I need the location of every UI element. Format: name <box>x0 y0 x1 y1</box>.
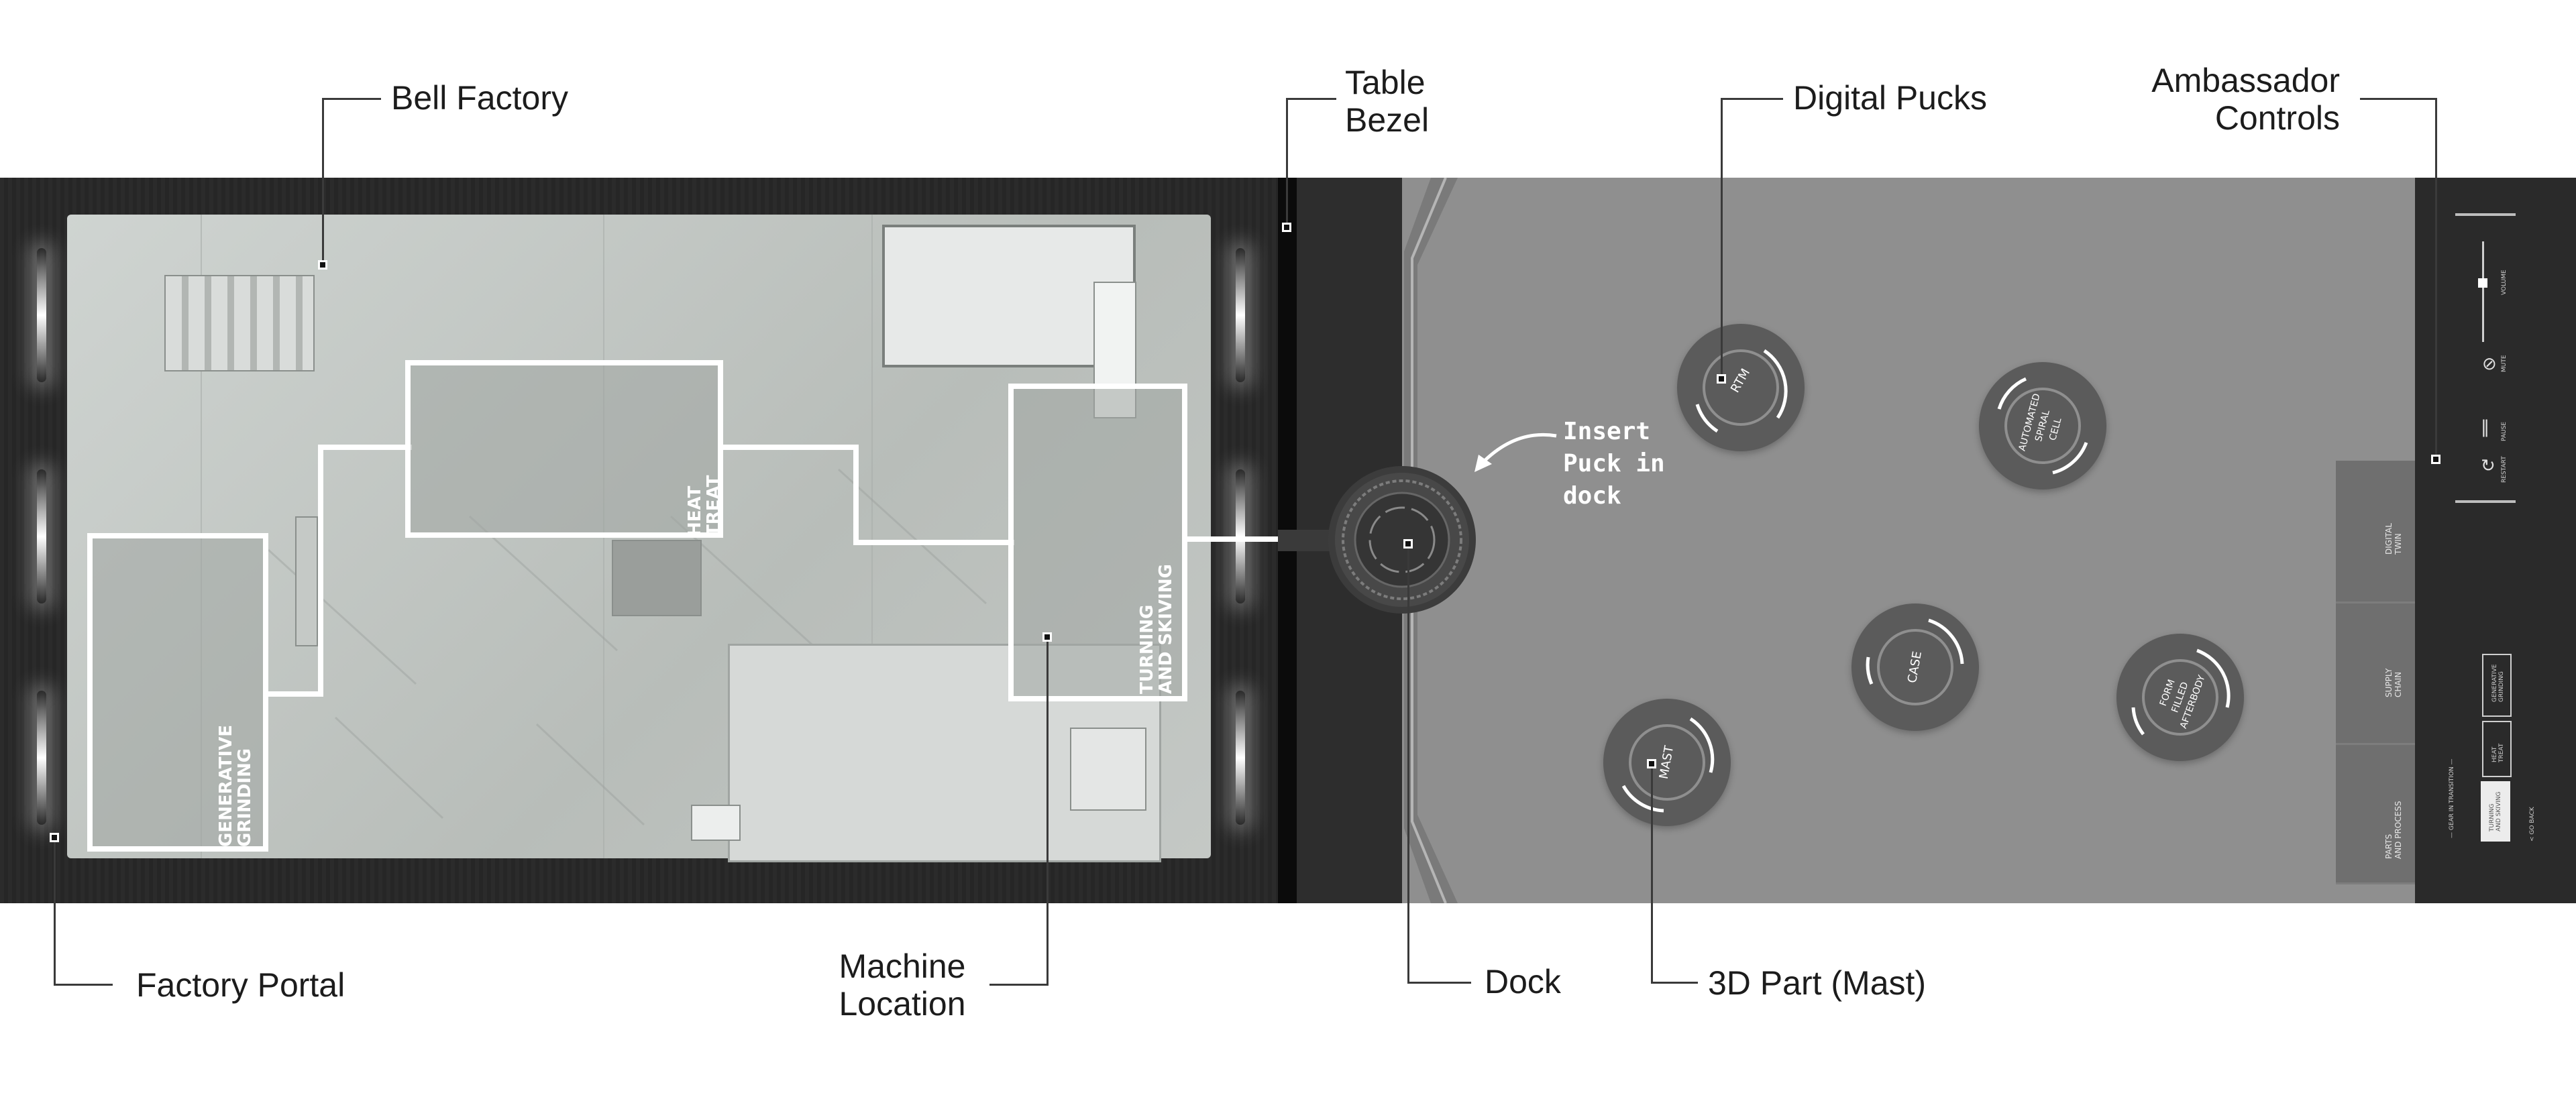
leader-bell-factory-h <box>322 98 381 100</box>
marker-table-bezel <box>1282 223 1291 232</box>
tab-supply-chain[interactable]: SUPPLY CHAIN <box>2336 603 2415 745</box>
callout-bell-factory: Bell Factory <box>391 79 568 117</box>
nav-turning-and-skiving[interactable]: TURNING AND SKIVING <box>2481 781 2510 842</box>
leader-machine-location-h <box>989 984 1049 986</box>
leader-3d-part-v <box>1651 766 1653 984</box>
puck-case[interactable]: CASE <box>1851 603 1979 731</box>
callout-3d-part-mast: 3D Part (Mast) <box>1708 964 1927 1002</box>
zone-connector-2 <box>318 445 323 697</box>
marker-factory-portal <box>50 833 59 842</box>
leader-bell-factory-v <box>322 98 324 266</box>
zone-heat-treat[interactable]: HEAT TREAT <box>405 360 724 538</box>
dock[interactable] <box>1328 466 1476 614</box>
tab-supply-chain-label: SUPPLY CHAIN <box>2384 668 2403 697</box>
portal-light-left-3 <box>37 691 46 825</box>
puck-case-ring <box>1866 618 1964 705</box>
leader-digital-pucks-h <box>1721 98 1783 100</box>
center-machine <box>612 540 702 616</box>
leader-ambassador-v <box>2435 98 2437 459</box>
marker-digital-pucks <box>1717 374 1726 384</box>
back-button[interactable]: < GO BACK <box>2529 807 2536 842</box>
pause-label: PAUSE <box>2501 422 2508 441</box>
nav-generative-grinding[interactable]: GENERATIVE GRINDING <box>2482 654 2512 717</box>
zone-connector-6 <box>853 540 1014 545</box>
leader-table-bezel-h <box>1286 98 1336 100</box>
insert-arrow-icon <box>1474 433 1557 472</box>
leader-table-bezel-v <box>1286 98 1288 225</box>
marker-bell-factory <box>318 260 327 270</box>
volume-slider-track[interactable] <box>2482 241 2484 342</box>
puck-automated-spiral-cell-ring <box>1997 377 2088 475</box>
storage-racks <box>164 275 315 371</box>
tab-digital-twin[interactable]: DIGITAL TWIN <box>2336 461 2415 603</box>
zone-connector-4 <box>718 445 859 450</box>
leader-machine-location-v <box>1046 637 1049 986</box>
leader-dock-h <box>1407 982 1471 984</box>
equipment-cage <box>1070 728 1146 811</box>
dock-rings <box>1335 473 1469 607</box>
zone-connector-1 <box>263 691 323 697</box>
nav-generative-grinding-label: GENERATIVE GRINDING <box>2491 664 2505 702</box>
marker-dock <box>1403 539 1413 549</box>
digital-screen <box>1402 178 2415 903</box>
insert-puck-note: Insert Puck in dock <box>1563 418 1665 510</box>
nav-heat-treat[interactable]: HEAT TREAT <box>2482 721 2512 777</box>
tab-parts-and-process[interactable]: PARTS AND PROCESS <box>2336 745 2415 884</box>
leader-digital-pucks-v <box>1721 98 1723 378</box>
portal-light-left-2 <box>37 469 46 603</box>
portal-light-right-1 <box>1236 248 1245 382</box>
callout-factory-portal: Factory Portal <box>136 966 345 1004</box>
leader-ambassador-h <box>2360 98 2437 100</box>
nav-turning-and-skiving-label: TURNING AND SKIVING <box>2489 791 2502 831</box>
panel-bracket-bottom <box>2455 500 2516 503</box>
marker-machine-location <box>1042 632 1052 642</box>
zone-connector-3 <box>318 445 412 450</box>
callout-table-bezel: Table Bezel <box>1345 64 1430 139</box>
zone-generative-grinding[interactable]: GENERATIVE GRINDING <box>87 533 268 852</box>
volume-label: VOLUME <box>2501 270 2508 295</box>
mute-icon[interactable]: ⊘ <box>2482 354 2497 374</box>
leader-3d-part-h <box>1651 982 1698 984</box>
puck-form-filled-afterbody-ring <box>2131 648 2231 736</box>
puck-rtm-ring <box>1695 349 1788 433</box>
callout-machine-location: Machine Location <box>839 947 966 1023</box>
volume-slider-handle[interactable] <box>2478 278 2487 288</box>
puck-form-filled-afterbody[interactable]: FORM FILLED AFTERBODY <box>2116 634 2244 761</box>
callout-dock: Dock <box>1485 963 1561 1000</box>
zone-generative-grinding-label: GENERATIVE GRINDING <box>216 724 255 847</box>
panel-bracket-top <box>2455 213 2516 216</box>
restart-icon[interactable]: ↻ <box>2481 456 2496 476</box>
puck-mast[interactable]: MAST <box>1603 699 1731 826</box>
dock-box <box>691 805 741 841</box>
zone-connector-5 <box>853 445 859 545</box>
puck-rtm[interactable]: RTM <box>1677 324 1805 451</box>
puck-automated-spiral-cell[interactable]: AUTOMATED SPIRAL CELL <box>1979 362 2106 490</box>
zone-connector-dock <box>1187 536 1281 542</box>
portal-light-right-3 <box>1236 691 1245 825</box>
leader-factory-portal-v <box>54 838 56 986</box>
restart-label: RESTART <box>2501 456 2508 483</box>
leader-factory-portal-h <box>54 984 113 986</box>
zone-turning-skiving[interactable]: TURNING AND SKIVING <box>1008 384 1187 701</box>
pause-icon[interactable]: ‖ <box>2481 417 2489 437</box>
breadcrumb: — GEAR IN TRANSITION — <box>2449 758 2455 838</box>
tab-parts-and-process-label: PARTS AND PROCESS <box>2384 801 2403 859</box>
left-equipment <box>295 516 318 646</box>
zone-turning-skiving-label: TURNING AND SKIVING <box>1137 564 1176 694</box>
callout-ambassador-controls: Ambassador Controls <box>2151 62 2340 137</box>
marker-3d-part-mast <box>1647 759 1656 768</box>
portal-light-left-1 <box>37 248 46 382</box>
marker-ambassador-controls <box>2431 455 2440 464</box>
nav-heat-treat-label: HEAT TREAT <box>2491 743 2505 762</box>
callout-digital-pucks: Digital Pucks <box>1793 79 1987 117</box>
mute-label: MUTE <box>2501 355 2508 372</box>
puck-mast-ring <box>1621 717 1715 813</box>
dock-arm <box>1278 530 1332 551</box>
tab-digital-twin-label: DIGITAL TWIN <box>2384 523 2403 555</box>
leader-dock-v <box>1407 544 1409 984</box>
zone-heat-treat-label: HEAT TREAT <box>685 475 724 536</box>
